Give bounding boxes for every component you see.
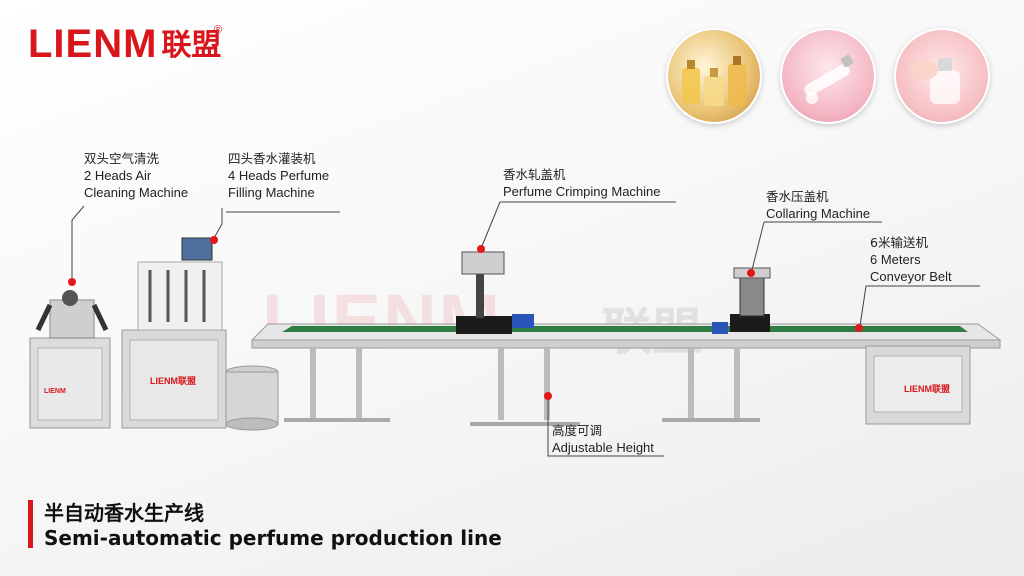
callout-filling: 四头香水灌装机 4 Heads Perfume Filling Machine [228, 150, 329, 201]
callout-conveyor: 6米输送机 6 Meters Conveyor Belt [870, 234, 952, 285]
callout-air-cleaning: 双头空气清洗 2 Heads Air Cleaning Machine [84, 150, 188, 201]
page-title-en: Semi-automatic perfume production line [44, 526, 502, 550]
perfume-crimping-machine [456, 251, 534, 334]
perfume-vial-icon [804, 54, 854, 104]
callout-filling-en2: Filling Machine [228, 185, 315, 200]
brand-logo: LIENM 联盟 ® [28, 22, 223, 66]
callout-air-cleaning-en1: 2 Heads Air [84, 168, 152, 183]
callout-conveyor-en2: Conveyor Belt [870, 269, 952, 284]
callout-air-cleaning-cn: 双头空气清洗 [84, 151, 160, 166]
callout-conveyor-en1: 6 Meters [870, 252, 921, 267]
callout-air-cleaning-en2: Cleaning Machine [84, 185, 189, 200]
perfume-spray-thumbnail [894, 28, 990, 124]
callout-height: 高度可调 Adjustable Height [552, 422, 654, 456]
callout-collaring-cn: 香水压盖机 [766, 189, 829, 204]
marker-air-cleaning [68, 278, 76, 286]
leader-collaring [751, 221, 765, 271]
marker-conveyor [855, 324, 863, 332]
marker-collaring [747, 269, 755, 277]
collaring-machine [712, 267, 771, 334]
leader-filling [213, 208, 223, 239]
marker-height [544, 392, 552, 400]
callout-filling-cn: 四头香水灌装机 [228, 151, 316, 166]
registered-mark: ® [214, 24, 223, 36]
callout-collaring-en1: Collaring Machine [766, 206, 871, 221]
leader-crimping [481, 201, 501, 247]
callout-height-en1: Adjustable Height [552, 440, 654, 455]
perfume-filling-machine [121, 237, 227, 429]
cabinet-brand-plate: LIENM联盟 [904, 384, 950, 394]
filler-brand-plate: LIENM联盟 [150, 376, 196, 386]
callout-height-cn: 高度可调 [552, 423, 603, 438]
title-accent-bar [28, 500, 33, 548]
logo-wordmark: LIENM [28, 22, 158, 66]
perfume-vial-thumbnail [780, 28, 876, 124]
stainless-tank [225, 365, 279, 431]
callout-collaring: 香水压盖机 Collaring Machine [766, 188, 870, 222]
perfume-bottles-thumbnail [666, 28, 762, 124]
leader-height [547, 398, 664, 457]
page-title-cn: 半自动香水生产线 [44, 501, 204, 525]
perfume-bottles-icon [682, 56, 746, 106]
perfume-spray-icon [910, 58, 960, 104]
callout-conveyor-cn: 6米输送机 [870, 235, 928, 250]
air-cleaning-machine [29, 290, 111, 429]
marker-filling [210, 236, 218, 244]
logo-chinese: 联盟 [161, 28, 222, 63]
callout-crimping: 香水轧盖机 Perfume Crimping Machine [503, 166, 661, 200]
cleaner-brand-plate: LIENM [44, 388, 66, 395]
conveyor-table [250, 323, 1002, 426]
marker-crimping [477, 245, 485, 253]
callout-filling-en1: 4 Heads Perfume [228, 168, 330, 183]
leader-conveyor [859, 285, 980, 327]
leader-air-cleaning [71, 205, 85, 278]
callout-crimping-cn: 香水轧盖机 [503, 167, 566, 182]
callout-crimping-en1: Perfume Crimping Machine [503, 184, 661, 199]
